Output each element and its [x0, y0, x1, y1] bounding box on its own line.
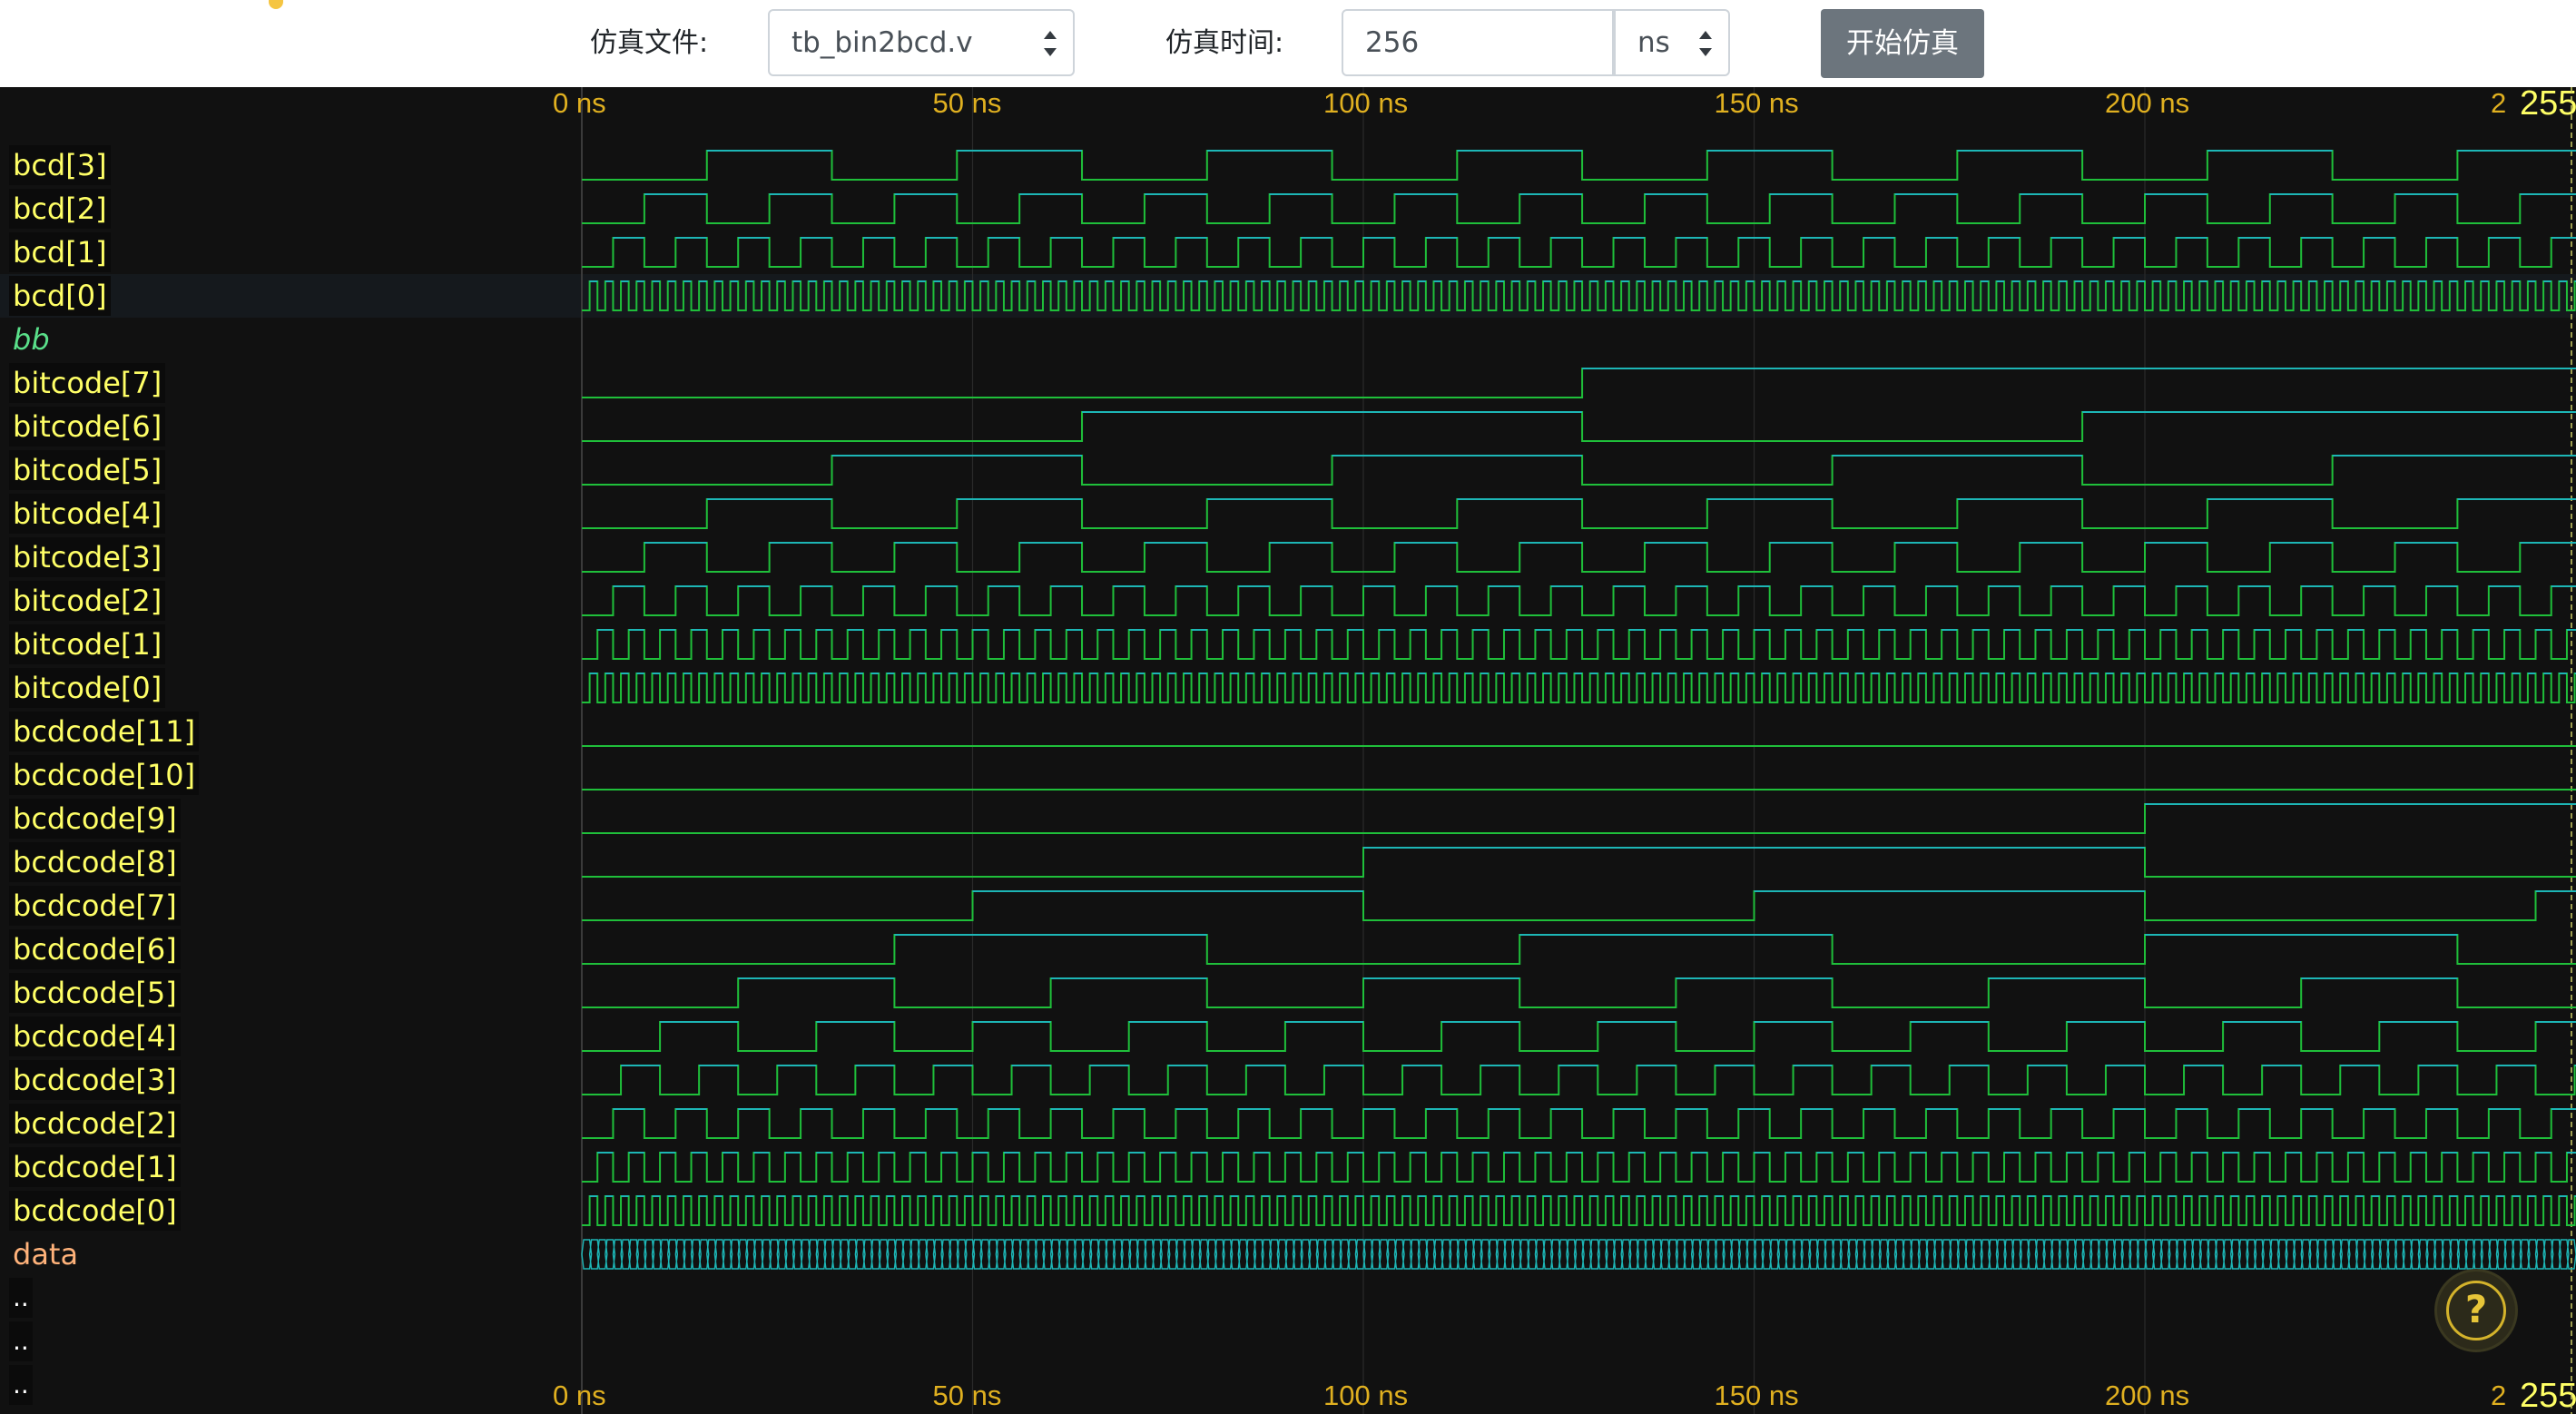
- waveform-trace: [582, 411, 2576, 442]
- logo-fragment: [269, 0, 283, 9]
- signal-name[interactable]: bitcode[4]: [9, 494, 166, 534]
- help-button[interactable]: ?: [2434, 1269, 2518, 1352]
- select-caret-icon: [1044, 31, 1057, 56]
- waveform-canvas[interactable]: 0 ns 50 ns 100 ns 150 ns 200 ns 2 255 0 ns 50 ns…: [0, 87, 2576, 1414]
- bus-waveform: [581, 1239, 2576, 1270]
- waveform-trace: [582, 1195, 2576, 1226]
- scope-label[interactable]: bb: [13, 322, 50, 357]
- cursor-time-label-top: 255: [2520, 87, 2576, 123]
- signal-name[interactable]: bcdcode[6]: [9, 929, 181, 969]
- sim-file-value: tb_bin2bcd.v: [791, 26, 973, 59]
- waveform-trace: [582, 455, 2576, 486]
- waveform-trace: [582, 847, 2576, 878]
- sim-file-select[interactable]: tb_bin2bcd.v: [768, 9, 1075, 76]
- signal-name[interactable]: bcdcode[7]: [9, 886, 181, 926]
- sim-time-input[interactable]: 256: [1342, 9, 1614, 76]
- waveform-trace: [582, 368, 2576, 398]
- waveform-trace: [582, 803, 2576, 834]
- waveform-trace: [582, 585, 2576, 616]
- waveform-trace: [582, 934, 2576, 965]
- time-tick-label-top: 2: [2491, 87, 2506, 119]
- signal-name[interactable]: bcd[2]: [9, 189, 111, 229]
- signal-name[interactable]: ..: [9, 1321, 33, 1361]
- signal-name[interactable]: bcdcode[11]: [9, 712, 200, 751]
- signal-name[interactable]: bitcode[5]: [9, 450, 166, 490]
- question-circle-icon: ?: [2446, 1281, 2506, 1340]
- signal-name[interactable]: bitcode[1]: [9, 624, 166, 664]
- waveform-trace: [582, 280, 2576, 311]
- waveform-trace: [582, 977, 2576, 1008]
- signal-name[interactable]: data: [13, 1237, 79, 1272]
- time-tick-label-top: 100 ns: [1323, 87, 1408, 119]
- time-tick-label-top: 150 ns: [1715, 87, 1799, 119]
- waveform-trace: [582, 193, 2576, 224]
- time-tick-label-top: 200 ns: [2105, 87, 2189, 119]
- signal-name[interactable]: bitcode[3]: [9, 537, 166, 577]
- select-caret-icon: [1699, 31, 1712, 56]
- signal-name[interactable]: bcd[0]: [9, 276, 111, 316]
- waveform-viewer[interactable]: 0 ns 50 ns 100 ns 150 ns 200 ns 2 255 0 ns 50 ns…: [0, 87, 2576, 1414]
- signal-name[interactable]: bitcode[0]: [9, 668, 166, 708]
- sim-time-value: 256: [1365, 26, 1420, 59]
- waveform-trace: [582, 1152, 2576, 1183]
- waveform-trace: [582, 1021, 2576, 1052]
- time-tick-label-bottom: 100 ns: [1323, 1380, 1408, 1411]
- cursor-time-label-bottom: 255: [2520, 1377, 2576, 1414]
- sim-time-label: 仿真时间:: [1165, 27, 1284, 59]
- waveform-trace: [582, 629, 2576, 660]
- signal-name[interactable]: bcdcode[1]: [9, 1147, 181, 1187]
- waveform-trace: [582, 673, 2576, 703]
- signal-name[interactable]: bcdcode[9]: [9, 799, 181, 839]
- signal-name[interactable]: ..: [9, 1365, 33, 1405]
- signal-name[interactable]: bcd[1]: [9, 232, 111, 272]
- waveform-trace: [582, 1108, 2576, 1139]
- time-unit-select[interactable]: ns: [1614, 9, 1730, 76]
- signal-name[interactable]: bcdcode[2]: [9, 1104, 181, 1144]
- sim-file-label: 仿真文件:: [590, 27, 709, 59]
- start-simulation-button[interactable]: 开始仿真: [1821, 9, 1984, 78]
- waveform-trace: [582, 237, 2576, 268]
- waveform-trace: [582, 542, 2576, 573]
- waveform-trace: [582, 890, 2576, 921]
- signal-name[interactable]: bcdcode[5]: [9, 973, 181, 1013]
- signal-name[interactable]: bitcode[7]: [9, 363, 166, 403]
- time-tick-label-bottom: 200 ns: [2105, 1380, 2189, 1411]
- signal-name[interactable]: bcdcode[10]: [9, 755, 200, 795]
- waveform-trace: [582, 1065, 2576, 1095]
- top-toolbar: 仿真文件: tb_bin2bcd.v 仿真时间: 256 ns 开始仿真: [0, 0, 2576, 87]
- signal-name[interactable]: ..: [9, 1278, 33, 1318]
- time-unit-value: ns: [1637, 26, 1670, 59]
- waveform-trace: [582, 498, 2576, 529]
- time-tick-label-bottom: 50 ns: [933, 1380, 1002, 1411]
- signal-name[interactable]: bcdcode[4]: [9, 1016, 181, 1056]
- signal-name[interactable]: bcd[3]: [9, 145, 111, 185]
- time-tick-label-top: 0 ns: [553, 87, 606, 119]
- signal-name[interactable]: bcdcode[8]: [9, 842, 181, 882]
- time-tick-label-top: 50 ns: [933, 87, 1002, 119]
- time-tick-label-bottom: 150 ns: [1715, 1380, 1799, 1411]
- signal-name[interactable]: bitcode[2]: [9, 581, 166, 621]
- time-tick-label-bottom: 2: [2491, 1380, 2506, 1411]
- signal-name[interactable]: bcdcode[3]: [9, 1060, 181, 1100]
- waveform-trace: [582, 150, 2576, 181]
- signal-name[interactable]: bitcode[6]: [9, 407, 166, 447]
- time-tick-label-bottom: 0 ns: [553, 1380, 606, 1411]
- signal-name[interactable]: bcdcode[0]: [9, 1191, 181, 1231]
